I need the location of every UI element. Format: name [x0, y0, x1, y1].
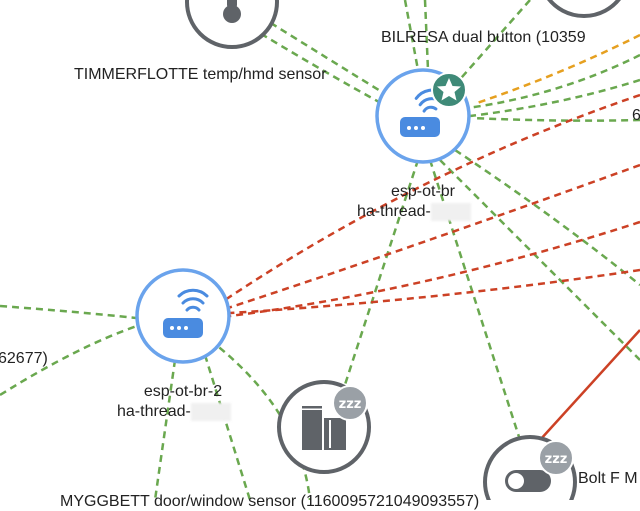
- router-icon: [163, 288, 209, 338]
- label-bilresa: BILRESA dual button (10359: [381, 29, 586, 46]
- label-left-partial: 62677): [0, 350, 48, 367]
- router-main-sub-text: ha-thread-: [357, 203, 431, 220]
- link-good: [467, 53, 640, 110]
- star-icon: [431, 72, 467, 108]
- link-bad-solid: [539, 329, 640, 441]
- link-bad: [229, 220, 640, 318]
- link-good: [454, 0, 531, 86]
- redacted-block: [190, 402, 231, 421]
- label-router-2-name: esp-ot-br-2: [143, 383, 223, 400]
- router-icon: [400, 88, 446, 137]
- svg-text:zzz: zzz: [339, 397, 362, 412]
- label-right-edge: 6: [632, 107, 640, 124]
- sleep-icon: zzz: [538, 440, 574, 476]
- link-good: [209, 339, 312, 500]
- label-router-main-name: esp-ot-br: [390, 183, 456, 200]
- svg-text:zzz: zzz: [545, 452, 568, 467]
- router-2-sub-text: ha-thread-: [117, 403, 191, 420]
- toggle-switch-icon: [505, 470, 551, 492]
- node-device-top-right[interactable]: [547, 0, 621, 18]
- blinds-icon: [302, 406, 346, 450]
- link-good: [203, 354, 252, 500]
- link-warn: [473, 33, 640, 106]
- node-router-2[interactable]: [135, 268, 231, 364]
- label-myggbett: MYGGBETT door/window sensor (11600957210…: [60, 493, 480, 510]
- link-good: [439, 159, 640, 361]
- link-bad: [229, 268, 640, 315]
- link-good: [0, 304, 137, 320]
- label-timmerflotte: TIMMERFLOTTE temp/hmd sensor: [74, 66, 327, 83]
- label-bolt: Bolt F M: [578, 470, 638, 487]
- link-good: [0, 323, 141, 397]
- link-good: [249, 8, 396, 102]
- redacted-block: [430, 202, 471, 221]
- label-router-2-sub: ha-thread-: [117, 402, 231, 421]
- label-router-main-sub: ha-thread-: [357, 202, 471, 221]
- sleep-icon: zzz: [332, 385, 368, 421]
- link-good: [153, 359, 177, 500]
- node-device-blinds[interactable]: zzz: [277, 380, 371, 474]
- network-links: [0, 0, 640, 500]
- node-device-switch[interactable]: zzz: [483, 435, 577, 500]
- link-good: [338, 159, 420, 401]
- link-good: [454, 148, 640, 286]
- thermometer-icon: [223, 0, 241, 23]
- node-device-top[interactable]: [185, 0, 279, 49]
- link-bad: [227, 163, 640, 310]
- node-router-main[interactable]: [375, 68, 471, 164]
- link-good: [471, 116, 640, 122]
- thread-network-graph[interactable]: zzz zzz: [0, 0, 640, 500]
- link-bad: [224, 93, 640, 302]
- link-good: [469, 78, 640, 118]
